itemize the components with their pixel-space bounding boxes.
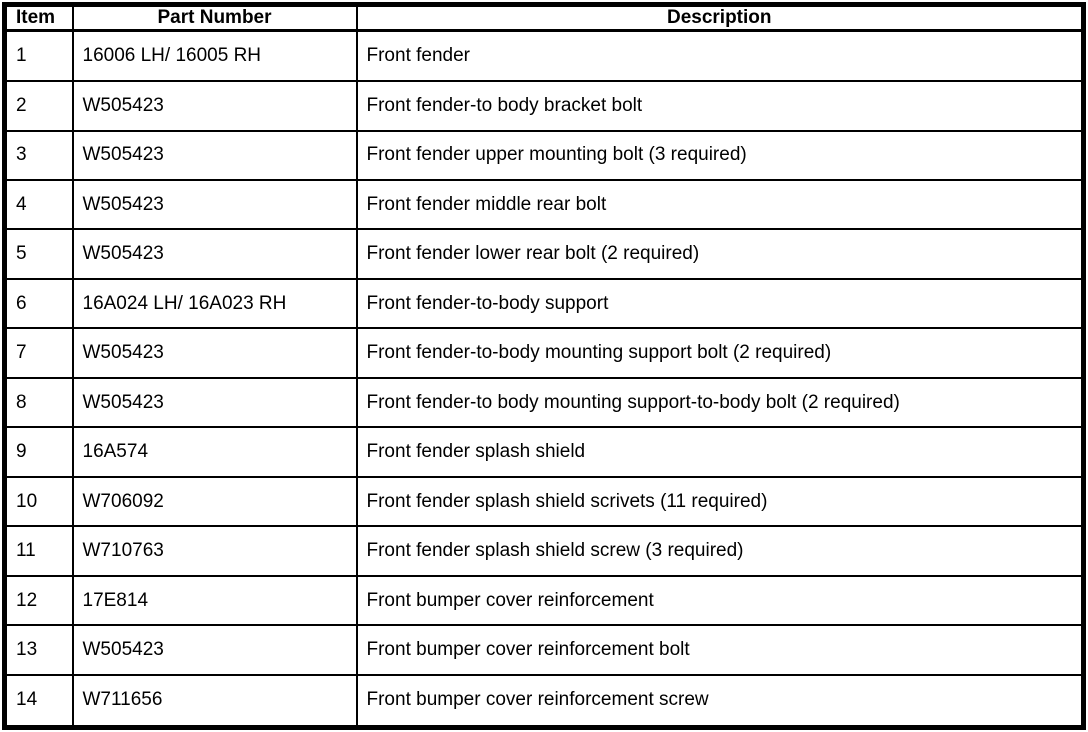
part-number-cell: W505423	[71, 80, 358, 132]
table-row: 13 W505423 Front bumper cover reinforcem…	[3, 624, 1085, 676]
description-cell: Front bumper cover reinforcement	[355, 574, 1085, 627]
item-cell: 4	[3, 178, 74, 231]
table-row: 4 W505423 Front fender middle rear bolt	[3, 178, 1085, 231]
table-row: 1 16006 LH/ 16005 RH Front fender	[3, 29, 1085, 83]
part-number-cell: W505423	[71, 376, 358, 429]
part-number-cell: W505423	[71, 624, 358, 676]
item-cell: 12	[3, 574, 74, 627]
header-part-number: Part Number	[71, 3, 358, 32]
item-cell: 2	[3, 80, 74, 132]
header-item: Item	[3, 3, 74, 32]
item-cell: 1	[3, 29, 74, 83]
item-cell: 5	[3, 228, 74, 280]
part-number-cell: W711656	[71, 673, 358, 729]
item-cell: 3	[3, 129, 74, 181]
table-row: 8 W505423 Front fender-to body mounting …	[3, 376, 1085, 429]
description-cell: Front fender-to-body mounting support bo…	[355, 327, 1085, 379]
item-cell: 11	[3, 525, 74, 577]
item-cell: 9	[3, 426, 74, 478]
description-cell: Front fender splash shield screw (3 requ…	[355, 525, 1085, 577]
description-cell: Front fender splash shield scrivets (11 …	[355, 475, 1085, 528]
description-cell: Front fender upper mounting bolt (3 requ…	[355, 129, 1085, 181]
table-row: 14 W711656 Front bumper cover reinforcem…	[3, 673, 1085, 729]
description-cell: Front fender	[355, 29, 1085, 83]
table-row: 2 W505423 Front fender-to body bracket b…	[3, 80, 1085, 132]
description-cell: Front fender lower rear bolt (2 required…	[355, 228, 1085, 280]
item-cell: 13	[3, 624, 74, 676]
item-cell: 14	[3, 673, 74, 729]
item-cell: 6	[3, 277, 74, 330]
description-cell: Front fender middle rear bolt	[355, 178, 1085, 231]
part-number-cell: 17E814	[71, 574, 358, 627]
description-cell: Front fender-to body bracket bolt	[355, 80, 1085, 132]
table-row: 12 17E814 Front bumper cover reinforceme…	[3, 574, 1085, 627]
table-row: 6 16A024 LH/ 16A023 RH Front fender-to-b…	[3, 277, 1085, 330]
part-number-cell: W505423	[71, 129, 358, 181]
table-row: 5 W505423 Front fender lower rear bolt (…	[3, 228, 1085, 280]
part-number-cell: W505423	[71, 178, 358, 231]
description-cell: Front bumper cover reinforcement bolt	[355, 624, 1085, 676]
description-cell: Front bumper cover reinforcement screw	[355, 673, 1085, 729]
table-row: 11 W710763 Front fender splash shield sc…	[3, 525, 1085, 577]
header-description: Description	[355, 3, 1085, 32]
item-cell: 7	[3, 327, 74, 379]
part-number-cell: W505423	[71, 327, 358, 379]
header-row: Item Part Number Description	[3, 3, 1085, 32]
description-cell: Front fender splash shield	[355, 426, 1085, 478]
item-cell: 10	[3, 475, 74, 528]
part-number-cell: 16A574	[71, 426, 358, 478]
table-row: 3 W505423 Front fender upper mounting bo…	[3, 129, 1085, 181]
part-number-cell: W710763	[71, 525, 358, 577]
table-row: 10 W706092 Front fender splash shield sc…	[3, 475, 1085, 528]
part-number-cell: W505423	[71, 228, 358, 280]
item-cell: 8	[3, 376, 74, 429]
part-number-cell: 16006 LH/ 16005 RH	[71, 29, 358, 83]
part-number-cell: 16A024 LH/ 16A023 RH	[71, 277, 358, 330]
description-cell: Front fender-to-body support	[355, 277, 1085, 330]
table-row: 7 W505423 Front fender-to-body mounting …	[3, 327, 1085, 379]
part-number-cell: W706092	[71, 475, 358, 528]
description-cell: Front fender-to body mounting support-to…	[355, 376, 1085, 429]
table-row: 9 16A574 Front fender splash shield	[3, 426, 1085, 478]
